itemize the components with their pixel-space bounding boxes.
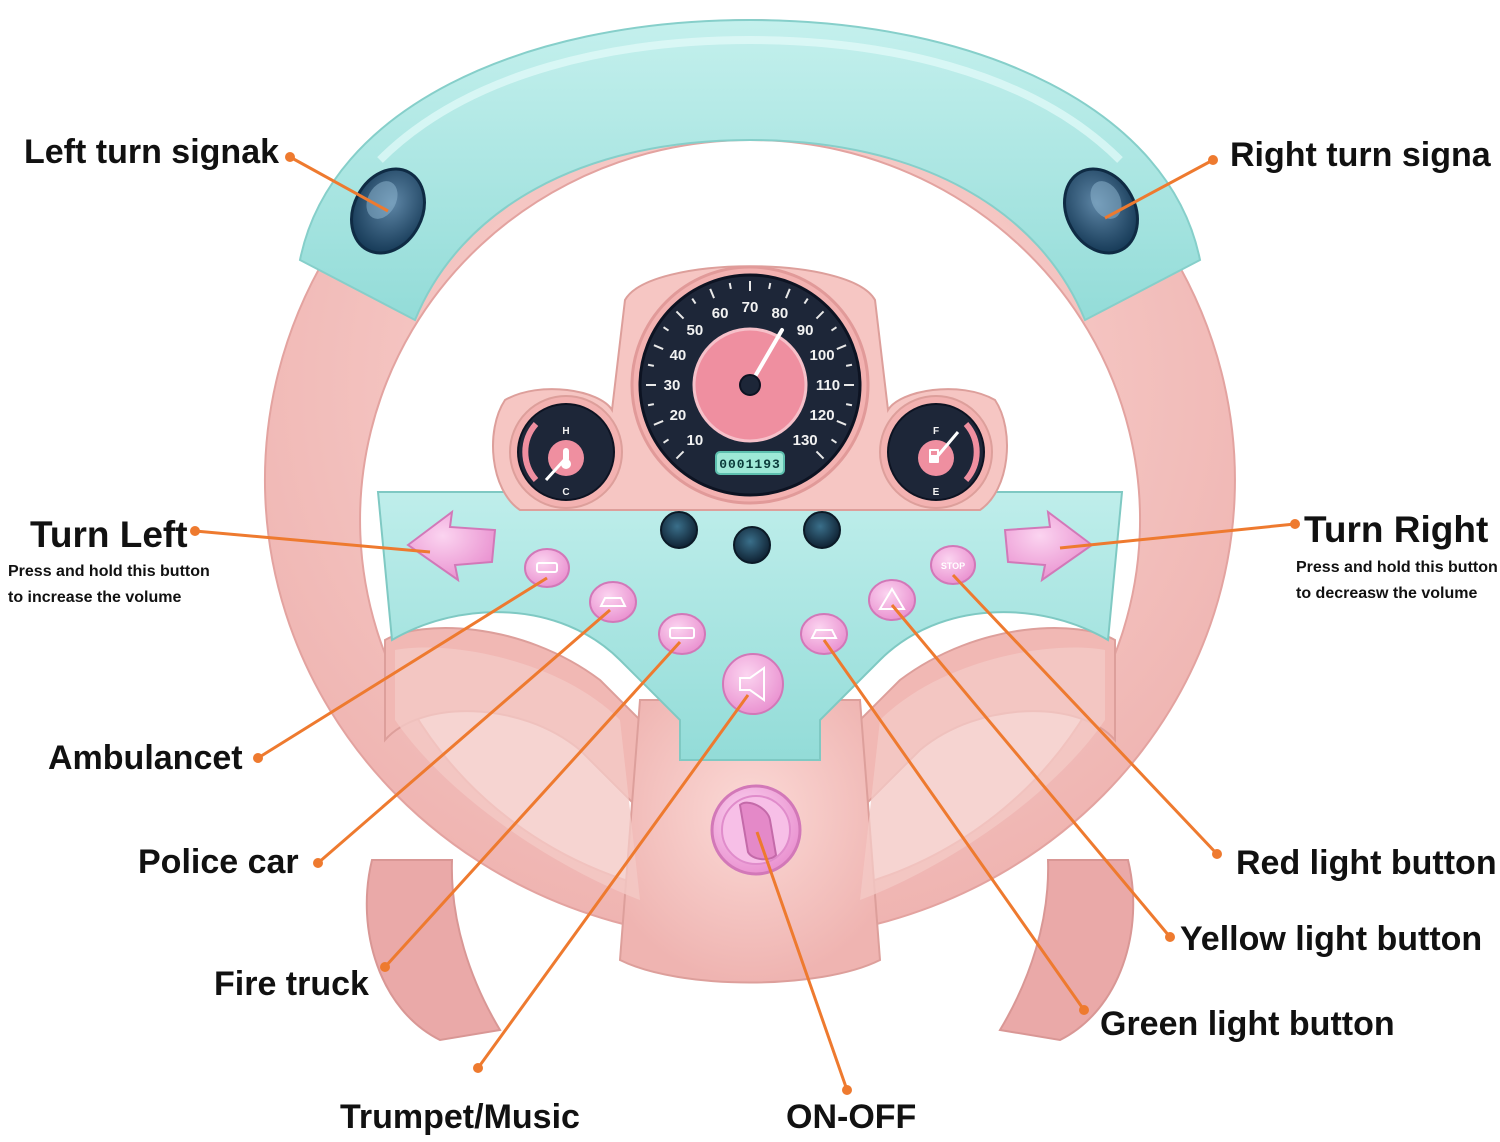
on-off-switch[interactable] [710,784,802,876]
label-red-light: Red light button [1236,844,1497,882]
fuel-gauge: F E [879,395,993,509]
speed-label: 100 [810,347,835,364]
speed-label: 30 [664,377,681,394]
label-on-off: ON-OFF [786,1098,916,1136]
green-light-button[interactable] [800,613,848,655]
right-turn-signal-light [1063,167,1139,255]
speed-tick [653,344,664,350]
speed-tick [836,420,847,426]
leader-lines [190,152,1300,1095]
speed-label: 80 [772,305,789,322]
label-fire-truck: Fire truck [214,965,369,1003]
red-light-button[interactable]: STOP [930,545,976,585]
police-car-button[interactable] [589,581,637,623]
turn-left-note-line1: Press and hold this button [8,563,210,580]
speed-tick [845,403,853,407]
speed-tick [662,326,670,332]
speed-label: 10 [687,432,704,449]
speed-tick [836,344,847,350]
speed-tick [653,420,664,426]
wheel-lower-body [384,627,1116,984]
indicator-lights [660,511,841,564]
speed-tick [675,450,685,460]
speed-tick [768,282,772,290]
control-panel [376,459,1124,761]
speed-tick [845,363,853,367]
speed-label: 70 [742,299,759,316]
speed-tick [675,310,685,320]
speed-label: 110 [816,377,840,394]
speed-tick [803,297,809,305]
speed-label: 130 [793,432,818,449]
speed-tick [815,310,825,320]
label-turn-left: Turn Left [30,514,188,555]
label-trumpet-music: Trumpet/Music [340,1098,580,1136]
speed-tick [709,288,715,299]
police-car-icon [599,597,627,607]
speed-label: 60 [712,305,729,322]
fire-truck-icon [669,627,695,639]
car-icon [810,629,838,639]
label-green-light: Green light button [1100,1005,1395,1043]
label-left-turn-signal: Left turn signak [24,133,279,171]
ambulance-icon [536,562,558,573]
stop-icon: STOP [941,561,965,571]
temp-high-label: H [562,426,569,437]
turn-right-button[interactable] [1003,509,1094,583]
speed-tick [830,438,838,444]
label-right-turn-signal: Right turn signa [1230,136,1492,174]
ambulance-button[interactable] [524,548,570,588]
speed-label: 20 [670,407,687,424]
fuel-full-label: F [933,426,939,437]
wheel-stand [365,859,1135,1042]
label-yellow-light: Yellow light button [1180,920,1482,958]
turn-right-note-line1: Press and hold this button [1296,559,1498,576]
temperature-gauge: H C [509,395,623,509]
fuel-pump-icon [929,449,939,463]
speed-label: 90 [797,322,814,339]
speed-tick [662,438,670,444]
speed-tick [647,363,655,367]
horn-icon [739,666,765,702]
label-turn-right: Turn Right [1304,509,1488,550]
yellow-light-button[interactable] [868,579,916,621]
label-police-car: Police car [138,843,299,881]
speed-tick [830,326,838,332]
temp-low-label: C [562,487,569,498]
speed-label: 120 [810,407,835,424]
speed-tick [815,450,825,460]
speedometer-tick-marks [646,281,854,460]
fuel-empty-label: E [933,487,940,498]
turn-right-note-line2: to decreasw the volume [1296,585,1477,602]
trumpet-music-button[interactable] [722,653,784,715]
speed-label: 50 [687,322,704,339]
fire-truck-button[interactable] [658,613,706,655]
odometer-value: 0001193 [719,457,781,472]
fuel-needle [934,431,960,459]
warning-triangle-icon [878,587,906,610]
speed-tick [691,297,697,305]
switch-knob [738,801,778,861]
label-ambulance: Ambulancet [48,739,243,777]
temp-needle [544,456,568,482]
turn-left-note-line2: to increase the volume [8,589,181,606]
turn-left-button[interactable] [406,509,497,583]
needle-hub [739,374,761,396]
speed-tick [647,403,655,407]
speed-tick [728,282,732,290]
speed-label: 40 [670,347,687,364]
speed-tick [785,288,791,299]
odometer-display [715,451,785,475]
